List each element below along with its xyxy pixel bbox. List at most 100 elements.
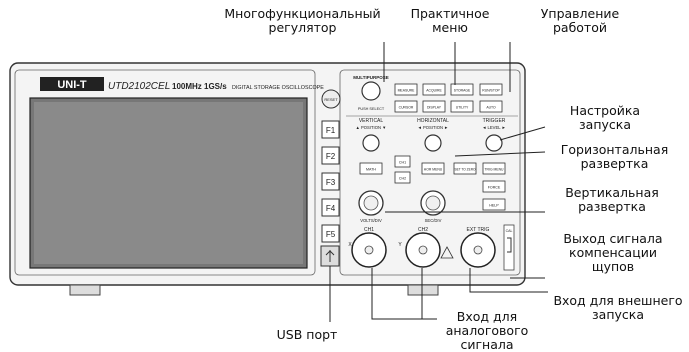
callout-trigger <box>499 126 546 141</box>
model-text: UTD2102CEL <box>108 81 170 92</box>
cursor-button[interactable] <box>394 100 418 113</box>
math-button[interactable] <box>359 162 383 175</box>
softkey-f3[interactable] <box>321 172 340 191</box>
x-label: X <box>348 242 352 248</box>
cal-label: CAL <box>506 229 513 233</box>
push-select-label: PUSH SELECT <box>358 107 385 111</box>
warning-icon <box>440 246 454 259</box>
ch1-button-label: CH1 <box>399 161 406 165</box>
ch2-button[interactable] <box>394 171 411 184</box>
ch2-bnc-center <box>418 245 428 255</box>
hor-menu-label: HOR MENU <box>424 168 443 172</box>
trigger-heading: TRIGGER <box>483 118 506 124</box>
brand-text: UNI-T <box>57 79 87 91</box>
softkey-label: F1 <box>326 126 336 135</box>
hor-menu-button[interactable] <box>421 162 445 175</box>
softkey-label: F5 <box>326 230 336 239</box>
softkey-label: F2 <box>326 152 336 161</box>
trigger-level-knob[interactable] <box>485 134 503 152</box>
set-to-zero-button[interactable] <box>453 162 477 175</box>
annotation-probe-comp: Выход сигнала компенсации щупов <box>563 231 663 274</box>
y-label: Y <box>398 242 402 248</box>
annotation-horizontal: Горизонтальная развертка <box>560 142 669 171</box>
softkey-f4[interactable] <box>321 198 340 217</box>
softkey-f1[interactable] <box>321 120 340 139</box>
function-button-label: ACQUIRE <box>426 89 442 93</box>
display-inner <box>34 102 303 264</box>
annotation-run-control: Управление работой <box>540 6 620 35</box>
annotation-analog-input: Вход для аналогового сигнала <box>445 309 529 352</box>
control-panel-frame <box>339 69 521 276</box>
math-label: MATH <box>366 168 376 172</box>
reset-label: RESET <box>324 97 338 102</box>
function-button-label: AUTO <box>486 106 496 110</box>
annotation-trigger-setup: Настройка запуска <box>569 103 641 132</box>
probe-comp-panel <box>503 224 515 271</box>
foot-right <box>407 284 439 296</box>
function-button-label: MEASURE <box>398 89 416 93</box>
callout-analog-ch1 <box>371 268 437 320</box>
usb-icon <box>325 250 335 262</box>
run-stop-button[interactable] <box>479 83 503 96</box>
probe-comp-terminal[interactable] <box>507 237 512 253</box>
callout-lines <box>329 42 548 322</box>
function-button-grid: MEASURE ACQUIRE STORAGE RUN/STOP CURSOR DISPL… <box>394 83 503 113</box>
multipurpose-knob[interactable] <box>361 81 381 101</box>
vertical-heading: VERTICAL <box>359 118 384 124</box>
vertical-position-knob[interactable] <box>362 134 380 152</box>
ch1-button[interactable] <box>394 155 411 168</box>
ch1-connector-label: CH1 <box>364 227 374 233</box>
force-label: FORCE <box>488 186 501 190</box>
help-button[interactable] <box>482 198 506 211</box>
storage-button[interactable] <box>450 83 474 96</box>
ext-trig-bnc-center <box>473 245 483 255</box>
function-button-label: STORAGE <box>454 89 471 93</box>
callout-ext-trigger <box>469 268 548 293</box>
softkey-f5[interactable] <box>321 224 340 243</box>
annotation-ext-trigger: Вход для внешнего запуска <box>553 293 683 322</box>
annotation-multifunction: Многофункциональный регулятор <box>224 6 381 35</box>
reset-button[interactable] <box>321 89 341 109</box>
annotation-menu: Практичное меню <box>410 6 490 35</box>
ext-trig-label: EXT TRIG <box>467 227 490 233</box>
ch2-button-label: CH2 <box>399 177 406 181</box>
horizontal-position-label: ◄ POSITION ► <box>418 125 449 130</box>
function-button-label: CURSOR <box>399 106 414 110</box>
function-button-label: RUN/STOP <box>482 89 500 93</box>
ch2-connector-label: CH2 <box>418 227 428 233</box>
brand-logo <box>40 77 104 91</box>
annotation-vertical: Вертикальная развертка <box>565 185 659 214</box>
sec-div-knob-inner <box>425 195 441 211</box>
front-bezel-left <box>14 69 316 276</box>
vertical-position-label: ▲ POSITION ▼ <box>356 125 387 130</box>
horizontal-heading: HORIZONTAL <box>417 118 449 124</box>
multipurpose-label: MULTIPURPOSE <box>353 75 388 80</box>
sec-div-label: SEC/DIV <box>425 218 442 223</box>
utility-button[interactable] <box>450 100 474 113</box>
ch1-bnc-center <box>364 245 374 255</box>
type-text: DIGITAL STORAGE OSCILLOSCOPE <box>232 85 324 91</box>
volts-div-knob-inner <box>363 195 379 211</box>
force-button[interactable] <box>482 180 506 193</box>
measure-button[interactable] <box>394 83 418 96</box>
annotation-usb-port: USB порт <box>276 327 338 342</box>
trig-menu-button[interactable] <box>482 162 506 175</box>
acquire-button[interactable] <box>422 83 446 96</box>
auto-button[interactable] <box>479 100 503 113</box>
horizontal-position-knob[interactable] <box>424 134 442 152</box>
display-button[interactable] <box>422 100 446 113</box>
volts-div-label: VOLTS/DIV <box>360 218 382 223</box>
trigger-level-label: ◄ LEVEL ► <box>482 125 506 130</box>
softkey-label: F4 <box>326 204 336 213</box>
softkey-f2[interactable] <box>321 146 340 165</box>
function-button-label: UTILITY <box>456 106 469 110</box>
function-button-label: DISPLAY <box>427 106 442 110</box>
help-label: HELP <box>489 204 499 208</box>
foot-left <box>69 284 101 296</box>
trig-menu-label: TRIG MENU <box>484 168 504 172</box>
softkey-label: F3 <box>326 178 336 187</box>
spec-text: 100MHz 1GS/s <box>172 82 227 91</box>
callout-horizontal <box>454 151 546 157</box>
